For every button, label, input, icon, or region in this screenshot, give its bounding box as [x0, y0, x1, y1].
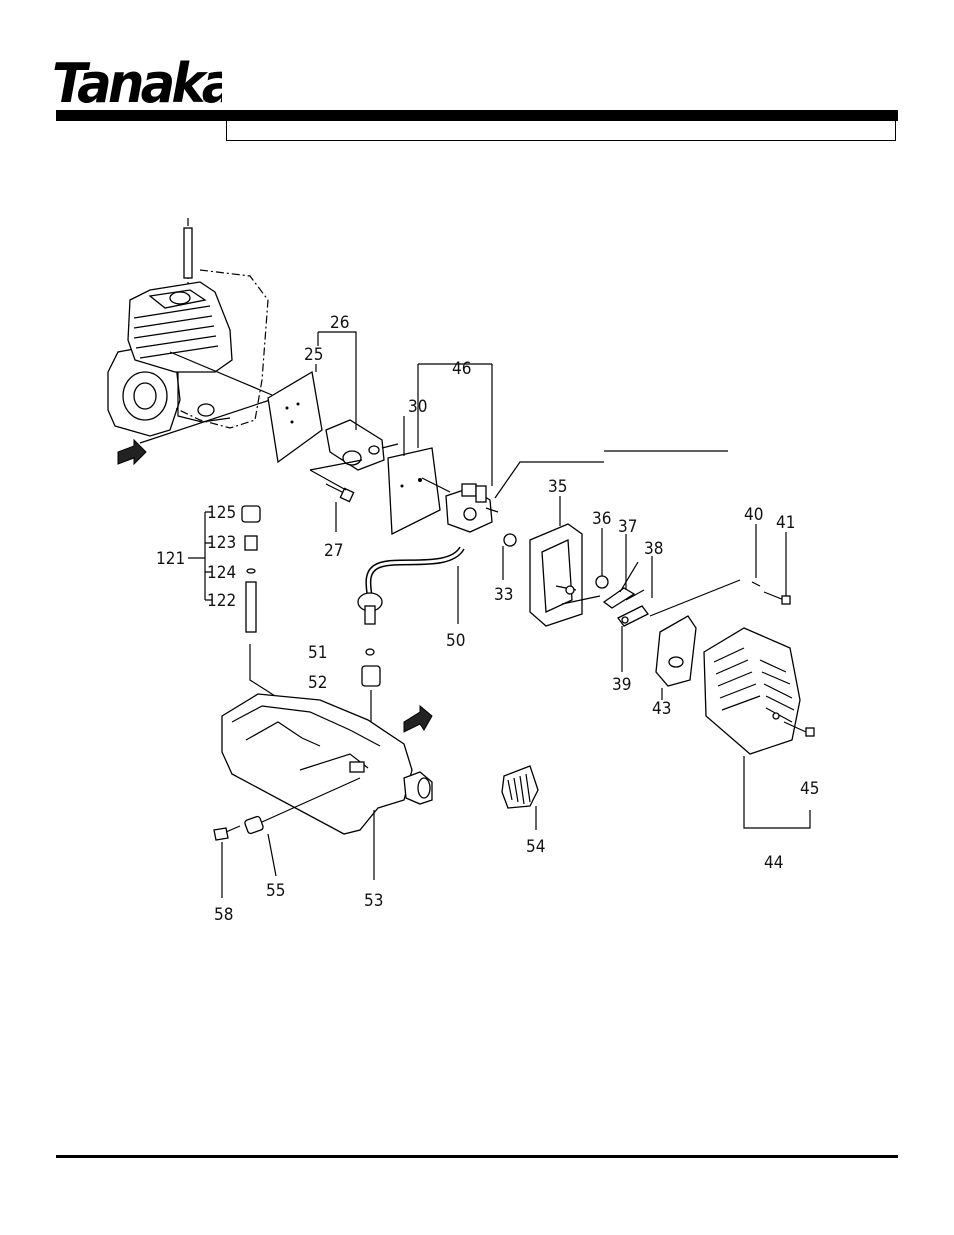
bolt-27 — [309, 459, 363, 503]
direction-arrow — [117, 438, 147, 466]
label-35: 35 — [548, 477, 567, 497]
part-125 — [241, 505, 261, 523]
bolt-58 — [213, 825, 241, 898]
tanaka-logo: Tanaka ® — [52, 53, 222, 108]
part-52 — [361, 665, 381, 687]
label-122: 122 — [207, 591, 236, 611]
part-122 — [245, 581, 257, 633]
gasket-30 — [387, 447, 441, 536]
air-cleaner-cover-44 — [703, 627, 801, 755]
label-58: 58 — [214, 905, 233, 925]
label-25: 25 — [304, 345, 323, 365]
footer-rule — [56, 1155, 898, 1158]
label-125: 125 — [207, 503, 236, 523]
label-43: 43 — [652, 699, 671, 719]
leader-46 — [417, 363, 493, 486]
part-51 — [365, 648, 375, 656]
label-52: 52 — [308, 673, 327, 693]
part-labels: 26 25 46 30 27 35 36 37 38 40 41 33 50 1… — [156, 313, 819, 925]
washer-40 — [751, 581, 761, 587]
label-27: 27 — [324, 541, 343, 561]
label-121: 121 — [156, 549, 185, 569]
fuel-tank-53 — [221, 693, 433, 880]
label-41: 41 — [776, 513, 795, 533]
part-123 — [244, 535, 258, 551]
label-124: 124 — [207, 563, 236, 583]
leader-26 — [317, 331, 357, 430]
ring-33 — [503, 533, 517, 547]
fuel-cap-54 — [501, 765, 539, 830]
label-45: 45 — [800, 779, 819, 799]
label-123: 123 — [207, 533, 236, 553]
part-39 — [617, 605, 649, 627]
label-54: 54 — [526, 837, 545, 857]
label-39: 39 — [612, 675, 631, 695]
engine-block — [107, 218, 273, 466]
part-38 — [625, 589, 645, 601]
label-53: 53 — [364, 891, 383, 911]
part-124 — [246, 568, 256, 574]
label-50: 50 — [446, 631, 465, 651]
insulator-26 — [325, 419, 399, 471]
part-36 — [595, 575, 609, 589]
header-bar — [56, 110, 898, 121]
label-44: 44 — [764, 853, 783, 873]
logo-wordmark: Tanaka — [52, 53, 222, 108]
air-cleaner-base-35 — [529, 523, 601, 627]
gasket-25 — [267, 370, 323, 464]
label-55: 55 — [266, 881, 285, 901]
label-26: 26 — [330, 313, 349, 333]
label-46: 46 — [452, 359, 471, 379]
part-55 — [244, 777, 361, 877]
fuel-line-50 — [357, 546, 465, 625]
label-33: 33 — [494, 585, 513, 605]
label-38: 38 — [644, 539, 663, 559]
label-40: 40 — [744, 505, 763, 525]
lever-37 — [602, 561, 639, 609]
header-title-box — [226, 121, 896, 141]
label-30: 30 — [408, 397, 427, 417]
screw-45 — [783, 721, 815, 737]
label-51: 51 — [308, 643, 327, 663]
carburetor-46 — [421, 450, 728, 533]
air-filter-element-43 — [655, 615, 697, 687]
bracket-121 — [188, 511, 212, 601]
label-36: 36 — [592, 509, 611, 529]
logo-registered-mark: ® — [202, 95, 211, 105]
label-37: 37 — [618, 517, 637, 537]
